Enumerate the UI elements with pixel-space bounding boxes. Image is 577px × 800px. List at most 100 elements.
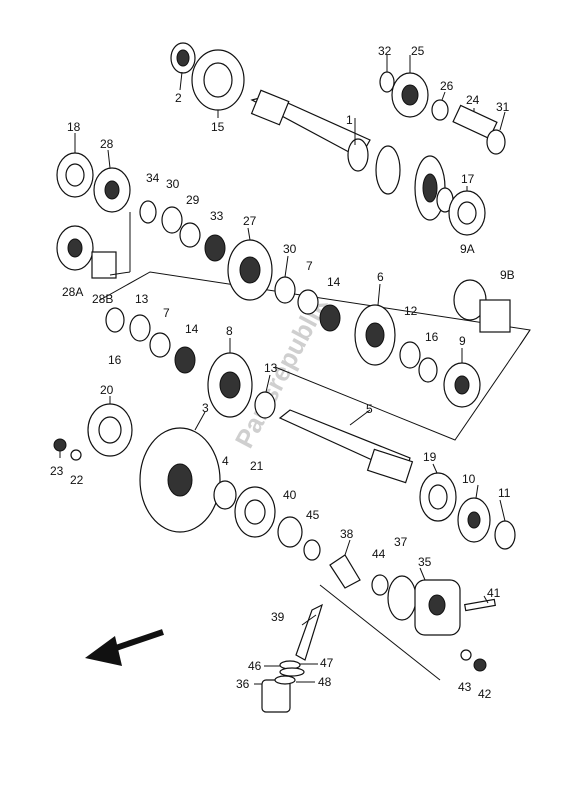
label-41: 41 — [487, 586, 501, 600]
washer-13[interactable] — [129, 314, 151, 342]
washer-30[interactable] — [161, 206, 183, 234]
label-4: 4 — [222, 454, 229, 468]
washer-47[interactable] — [279, 667, 305, 677]
oil-seal-2[interactable] — [170, 42, 196, 74]
label-9b: 9B — [500, 268, 515, 282]
label-46: 46 — [248, 659, 262, 673]
washer-16b[interactable] — [105, 307, 125, 333]
gear-27[interactable] — [227, 239, 273, 301]
bolt-23[interactable] — [53, 438, 67, 452]
bearing-14[interactable] — [319, 304, 341, 332]
washer-12[interactable] — [399, 341, 421, 369]
label-25: 25 — [411, 44, 425, 58]
label-2: 2 — [175, 91, 182, 105]
label-33: 33 — [210, 209, 224, 223]
label-10: 10 — [462, 472, 476, 486]
label-5: 5 — [366, 402, 373, 416]
label-20: 20 — [100, 383, 114, 397]
label-30b: 30 — [283, 242, 297, 256]
oring-48[interactable] — [274, 675, 296, 685]
label-24: 24 — [466, 93, 480, 107]
frame-line-right — [519, 329, 531, 346]
bolt-42[interactable] — [473, 658, 487, 672]
label-28b: 28B — [92, 292, 113, 306]
bearing-20[interactable] — [87, 403, 133, 457]
drive-gear-38[interactable] — [329, 554, 361, 589]
gear-8[interactable] — [207, 352, 253, 418]
main-shaft[interactable] — [250, 89, 371, 172]
bushing-29[interactable] — [179, 222, 201, 248]
oring-45[interactable] — [303, 539, 321, 561]
bearing-14b[interactable] — [174, 346, 196, 374]
label-38: 38 — [340, 527, 354, 541]
bushing-36[interactable] — [261, 679, 291, 713]
label-30a: 30 — [166, 177, 180, 191]
label-34: 34 — [146, 171, 160, 185]
washer-13b[interactable] — [254, 391, 276, 419]
label-18: 18 — [67, 120, 81, 134]
bearing-33[interactable] — [204, 234, 226, 262]
oring-44[interactable] — [371, 574, 389, 596]
seal-40[interactable] — [277, 516, 303, 548]
bushing-26[interactable] — [431, 99, 449, 121]
label-44: 44 — [372, 547, 386, 561]
label-3: 3 — [202, 401, 209, 415]
washer-34[interactable] — [139, 200, 157, 224]
label-27: 27 — [243, 214, 257, 228]
label-43: 43 — [458, 680, 472, 694]
label-37: 37 — [394, 535, 408, 549]
shift-cam-28a[interactable] — [56, 225, 94, 271]
label-23: 23 — [50, 464, 64, 478]
label-42: 42 — [478, 687, 492, 701]
label-36: 36 — [236, 677, 250, 691]
driven-gear-39[interactable] — [295, 603, 323, 661]
label-22: 22 — [70, 473, 84, 487]
leader-lines — [59, 55, 506, 685]
arrow-front-icon — [85, 629, 164, 666]
washer-4[interactable] — [213, 480, 237, 510]
label-35: 35 — [418, 555, 432, 569]
gear-6[interactable] — [354, 304, 396, 366]
bearing-17[interactable] — [448, 190, 486, 236]
gasket-37[interactable] — [387, 575, 417, 621]
label-9: 9 — [459, 334, 466, 348]
label-9a: 9A — [460, 242, 475, 256]
label-17: 17 — [461, 172, 475, 186]
washer-43[interactable] — [460, 649, 472, 661]
label-45: 45 — [306, 508, 320, 522]
shift-cam-9b[interactable] — [479, 299, 511, 333]
bushing-7[interactable] — [297, 289, 319, 315]
label-1: 1 — [346, 113, 353, 127]
shift-cam-28b[interactable] — [91, 251, 117, 279]
main-shaft-gears[interactable] — [375, 145, 454, 221]
bearing-15[interactable] — [191, 49, 245, 111]
bearing-19[interactable] — [419, 472, 457, 522]
gear-10[interactable] — [457, 497, 491, 543]
washer-30b[interactable] — [274, 276, 296, 304]
label-15: 15 — [211, 120, 225, 134]
washer-31[interactable] — [486, 129, 506, 155]
circlip-11[interactable] — [494, 520, 516, 550]
label-39: 39 — [271, 610, 285, 624]
label-16b: 16 — [108, 353, 122, 367]
housing-35[interactable] — [414, 579, 461, 636]
gear-3[interactable] — [139, 427, 221, 533]
label-7b: 7 — [163, 306, 170, 320]
label-21: 21 — [250, 459, 264, 473]
gear-25[interactable] — [391, 72, 429, 118]
bearing-21[interactable] — [234, 486, 276, 538]
washer-22[interactable] — [70, 449, 82, 461]
label-40: 40 — [283, 488, 297, 502]
shift-cam-9[interactable] — [443, 362, 481, 408]
bushing-7b[interactable] — [149, 332, 171, 358]
washer-16[interactable] — [418, 357, 438, 383]
label-6: 6 — [377, 270, 384, 284]
label-12: 12 — [404, 304, 418, 318]
bolt-41[interactable] — [464, 598, 496, 612]
washer-32[interactable] — [379, 71, 395, 93]
shift-cam-28[interactable] — [93, 167, 131, 213]
label-16a: 16 — [425, 330, 439, 344]
counter-shaft[interactable] — [278, 409, 414, 484]
bearing-18[interactable] — [56, 152, 94, 198]
